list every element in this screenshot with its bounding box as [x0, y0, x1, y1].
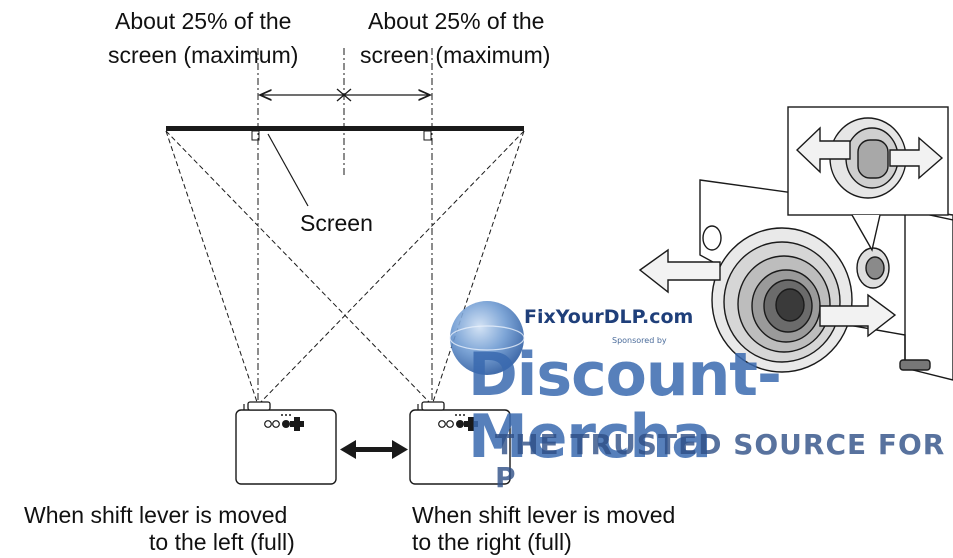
watermark-sponsor: Sponsored by [612, 336, 667, 345]
projection-beams [165, 130, 525, 406]
projector-left [235, 401, 337, 485]
projection-screen [166, 126, 524, 141]
screen-leader-line [267, 133, 309, 207]
watermark-tagline: THE TRUSTED SOURCE FOR P [495, 428, 946, 494]
right-top-label-line1: About 25% of the [368, 8, 545, 34]
bottom-right-label-line2: to the right (full) [412, 529, 572, 555]
screen-label: Screen [300, 210, 373, 236]
watermark-site: FixYourDLP.com [524, 306, 694, 328]
shift-lever-inset [787, 106, 949, 252]
bottom-right-label-line1: When shift lever is moved [412, 502, 676, 528]
bottom-left-label-line2: to the left (full) [149, 529, 295, 555]
left-top-label-line1: About 25% of the [115, 8, 292, 34]
bottom-left-label-line1: When shift lever is moved [24, 502, 288, 528]
watermark-logo [449, 301, 525, 375]
watermark-brand: Discount-Mercha [468, 340, 782, 472]
shift-dimension-arrows [260, 88, 430, 102]
guide-lines [257, 48, 433, 405]
double-arrow-icon [340, 440, 408, 459]
projector-illustration [638, 179, 953, 381]
right-top-label-line2: screen (maximum) [360, 42, 551, 68]
projector-right [409, 401, 511, 485]
left-top-label-line2: screen (maximum) [108, 42, 299, 68]
